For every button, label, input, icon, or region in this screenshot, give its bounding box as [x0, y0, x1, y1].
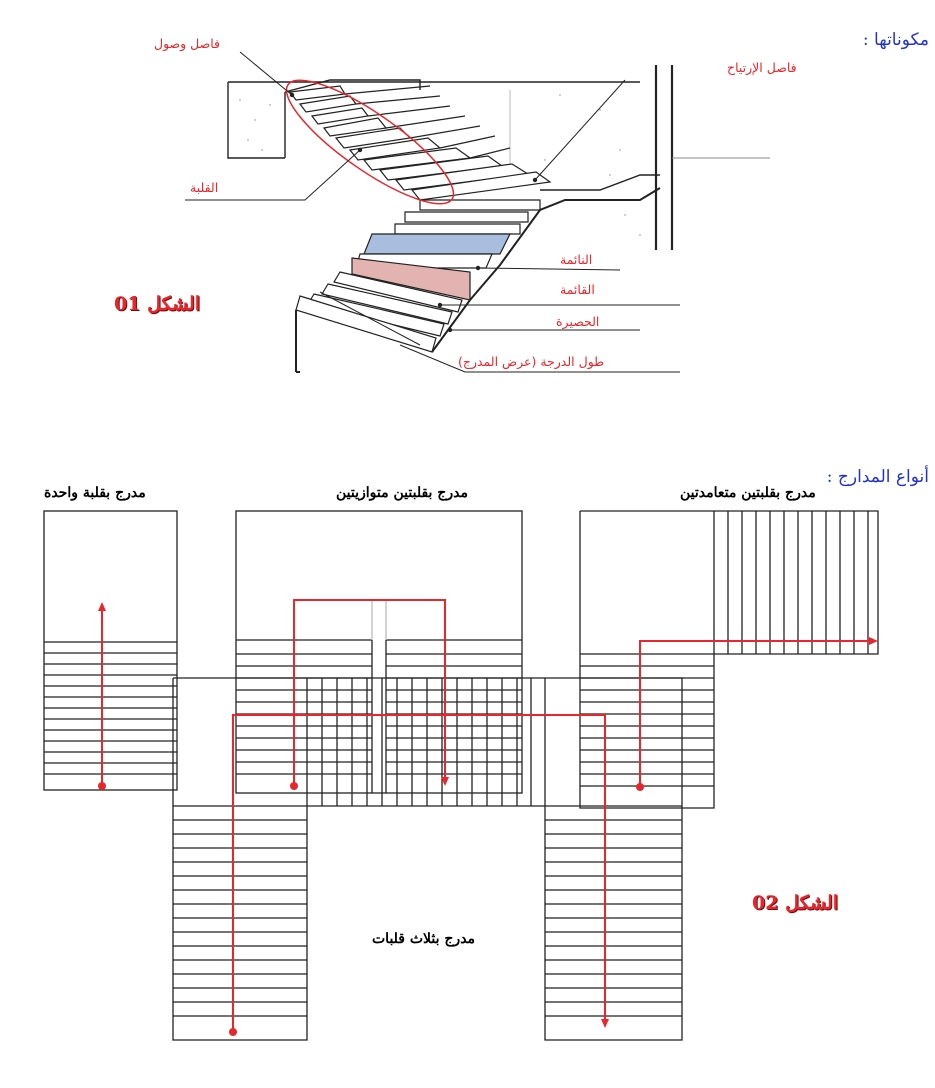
flight-highlight-ellipse [285, 79, 455, 205]
label-riser: القائمة [560, 282, 595, 297]
label-flight: القلبة [190, 180, 219, 195]
three-path [232, 714, 606, 1032]
label-stringer: الحصيرة [556, 314, 600, 329]
title-single-flight: مدرج بقلبة واحدة [44, 485, 146, 501]
three-flights-plan [172, 677, 683, 1041]
start-dot-single [98, 782, 106, 790]
title-parallel-flights: مدرج بقلبتين متوازيتين [336, 485, 468, 501]
perpendicular-flights-plan [579, 510, 879, 809]
tread-highlight [363, 233, 511, 255]
figure2-label: الشكل 02 [752, 892, 838, 914]
start-dot-three [229, 1028, 237, 1036]
types-heading: أنواع المدارج : [826, 467, 929, 487]
figure1-label: الشكل 01 [114, 293, 200, 315]
walking-paths [101, 599, 872, 1032]
title-perpendicular-flights: مدرج بقلبتين متعامدتين [680, 485, 816, 501]
parallel-path [293, 599, 446, 785]
single-flight-plan [43, 510, 178, 791]
label-rest-gap: فاصل الإرتياح [727, 60, 797, 75]
arrowhead-perpendicular [869, 637, 878, 645]
perpendicular-path [639, 640, 872, 787]
arrowhead-single [98, 602, 106, 611]
label-step-length: طول الدرجة (عرض المدرج) [458, 354, 605, 369]
start-dot-perpendicular [636, 783, 644, 791]
start-dot-parallel [290, 782, 298, 790]
arrowhead-parallel [441, 777, 449, 786]
label-tread: النائمة [560, 252, 593, 267]
landing-edge [540, 174, 660, 191]
title-three-flights: مدرج بثلاث قلبات [372, 931, 476, 947]
label-arrival-gap: فاصل وصول [154, 36, 221, 51]
staircase-illustration [185, 51, 770, 373]
parallel-flights-plan [235, 510, 523, 794]
arrowhead-three [601, 1019, 609, 1028]
back-wall-left [227, 82, 285, 159]
components-heading: مكوناتها : [862, 30, 929, 50]
